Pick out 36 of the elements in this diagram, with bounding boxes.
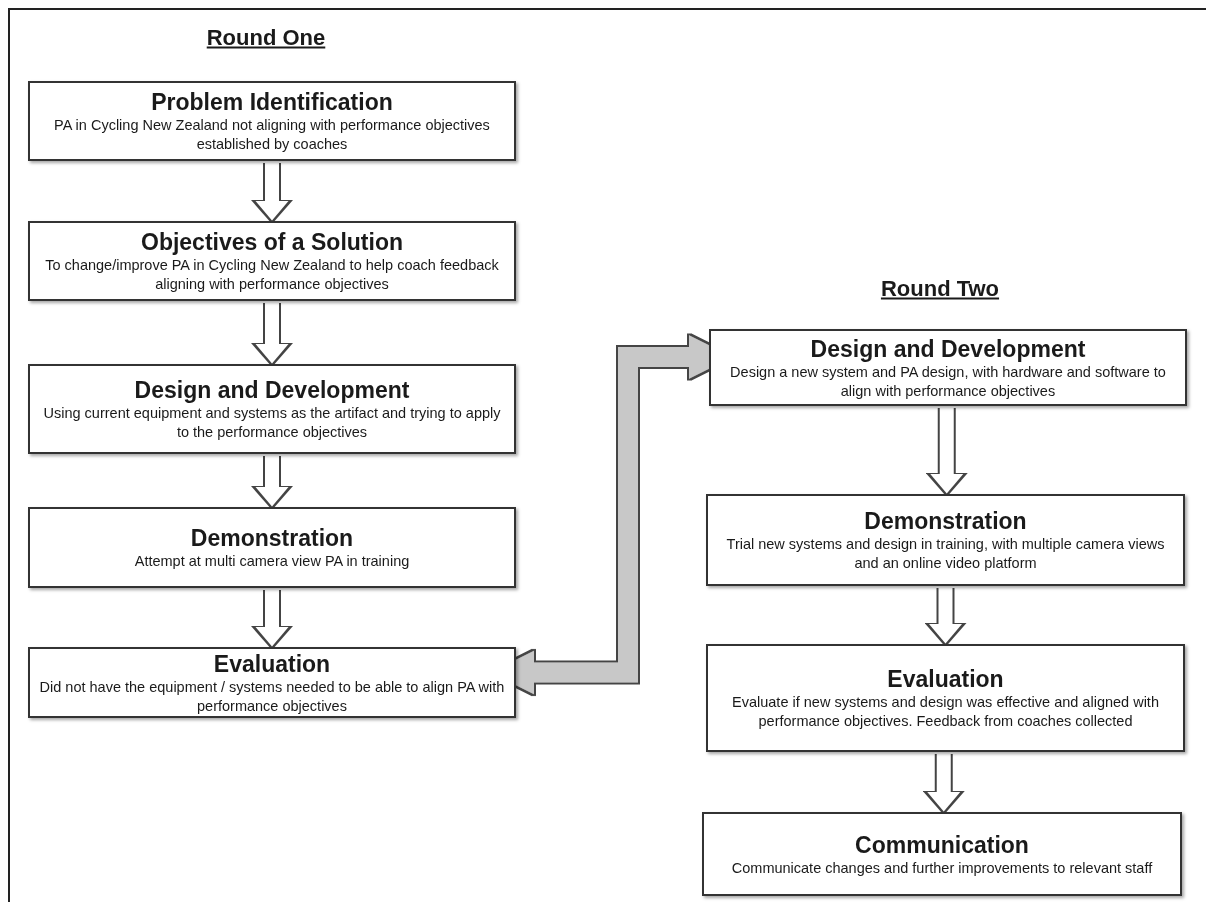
process-box	[706, 644, 1185, 752]
step-title: Objectives of a Solution	[141, 228, 403, 256]
step-description: Communicate changes and further improvements to relevant staff	[731, 858, 1153, 878]
section-heading: Round One	[206, 23, 326, 52]
step-description: Evaluate if new systems and design was effective and aligned with performance objectives. Feedback from coaches collected	[731, 693, 1160, 731]
block-arrow	[251, 303, 293, 367]
step-description: Design a new system and PA design, with hardware and software to align with performance objectives	[729, 362, 1167, 401]
step-title: Communication	[855, 830, 1029, 859]
step-title: Demonstration	[190, 524, 354, 552]
section-heading: Round Two	[880, 274, 1000, 303]
block-arrow	[922, 754, 965, 815]
block-arrow	[251, 590, 293, 650]
process-box	[709, 329, 1187, 406]
step-title: Design and Development	[810, 334, 1086, 363]
process-box	[28, 221, 516, 301]
step-title: Design and Development	[134, 376, 410, 404]
step-description: Did not have the equipment / systems needed to be able to align PA with performance objectives	[38, 677, 506, 716]
process-box	[28, 364, 516, 454]
process-box	[706, 494, 1185, 586]
process-box	[28, 507, 516, 588]
process-box	[28, 81, 516, 161]
step-description: PA in Cycling New Zealand not aligning with performance objectives established by coaches	[53, 116, 491, 154]
step-title: Demonstration	[864, 507, 1027, 535]
process-box	[28, 647, 516, 718]
block-arrow	[924, 588, 967, 647]
step-title: Problem Identification	[151, 88, 393, 116]
step-title: Evaluation	[213, 649, 331, 678]
step-description: Using current equipment and systems as the artifact and trying to apply to the performance objectives	[42, 404, 502, 442]
block-arrow	[251, 163, 293, 224]
process-box	[702, 812, 1182, 896]
block-arrow	[251, 456, 293, 510]
step-title: Evaluation	[887, 665, 1004, 693]
step-description: To change/improve PA in Cycling New Zealand to help coach feedback aligning with performance objectives	[44, 256, 500, 294]
step-description: Attempt at multi camera view PA in training	[134, 552, 410, 571]
step-description: Trial new systems and design in training, with multiple camera views and an online video platform	[725, 535, 1166, 573]
block-arrow	[925, 408, 968, 497]
